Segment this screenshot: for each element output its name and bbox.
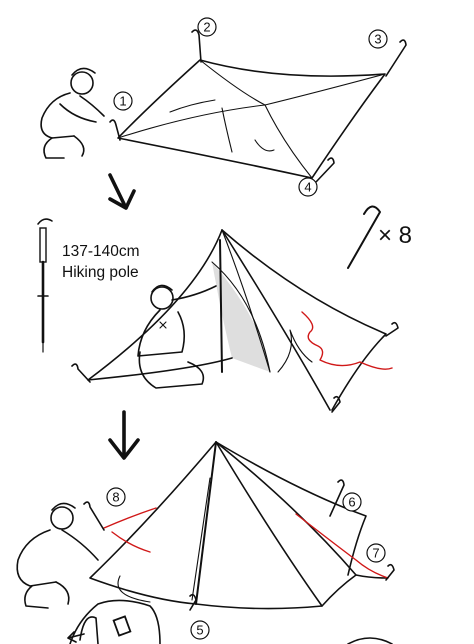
tent-stake-icon (109, 29, 407, 183)
svg-text:4: 4 (304, 180, 311, 195)
step-badge-7: 7 (366, 543, 386, 563)
step-2-panel (37, 205, 399, 413)
svg-text:8: 8 (112, 490, 119, 505)
step-3-panel: 5 6 7 8 (16, 441, 395, 644)
guyline (301, 311, 393, 370)
guyline (295, 513, 389, 579)
tent-stake-icon (347, 205, 381, 269)
tent-floor (117, 59, 386, 179)
stake-count-label: × 8 (378, 222, 413, 249)
person-icon (137, 284, 217, 389)
step-badge-1: 1 (113, 91, 133, 111)
person-icon (40, 67, 105, 159)
step-badge-2: 2 (197, 17, 217, 37)
pole-length-label: 137-140cm (62, 243, 140, 260)
step-badge-4: 4 (298, 177, 318, 197)
svg-text:6: 6 (348, 495, 355, 510)
tent-fly (89, 441, 357, 610)
step-badge-8: 8 (106, 487, 126, 507)
svg-text:7: 7 (372, 546, 379, 561)
step-badge-3: 3 (368, 29, 388, 49)
person-icon (16, 502, 99, 609)
svg-text:5: 5 (196, 623, 203, 638)
step-badge-6: 6 (342, 492, 362, 512)
step-1-panel: 1 2 3 4 (40, 17, 407, 197)
pole-name-label: Hiking pole (62, 264, 139, 281)
hiking-pole-icon (37, 218, 53, 353)
svg-text:3: 3 (374, 32, 381, 47)
down-arrow-icon (108, 173, 136, 210)
down-arrow-icon (108, 410, 140, 460)
svg-text:1: 1 (119, 94, 126, 109)
svg-text:2: 2 (203, 20, 210, 35)
step-badge-5: 5 (190, 620, 210, 640)
